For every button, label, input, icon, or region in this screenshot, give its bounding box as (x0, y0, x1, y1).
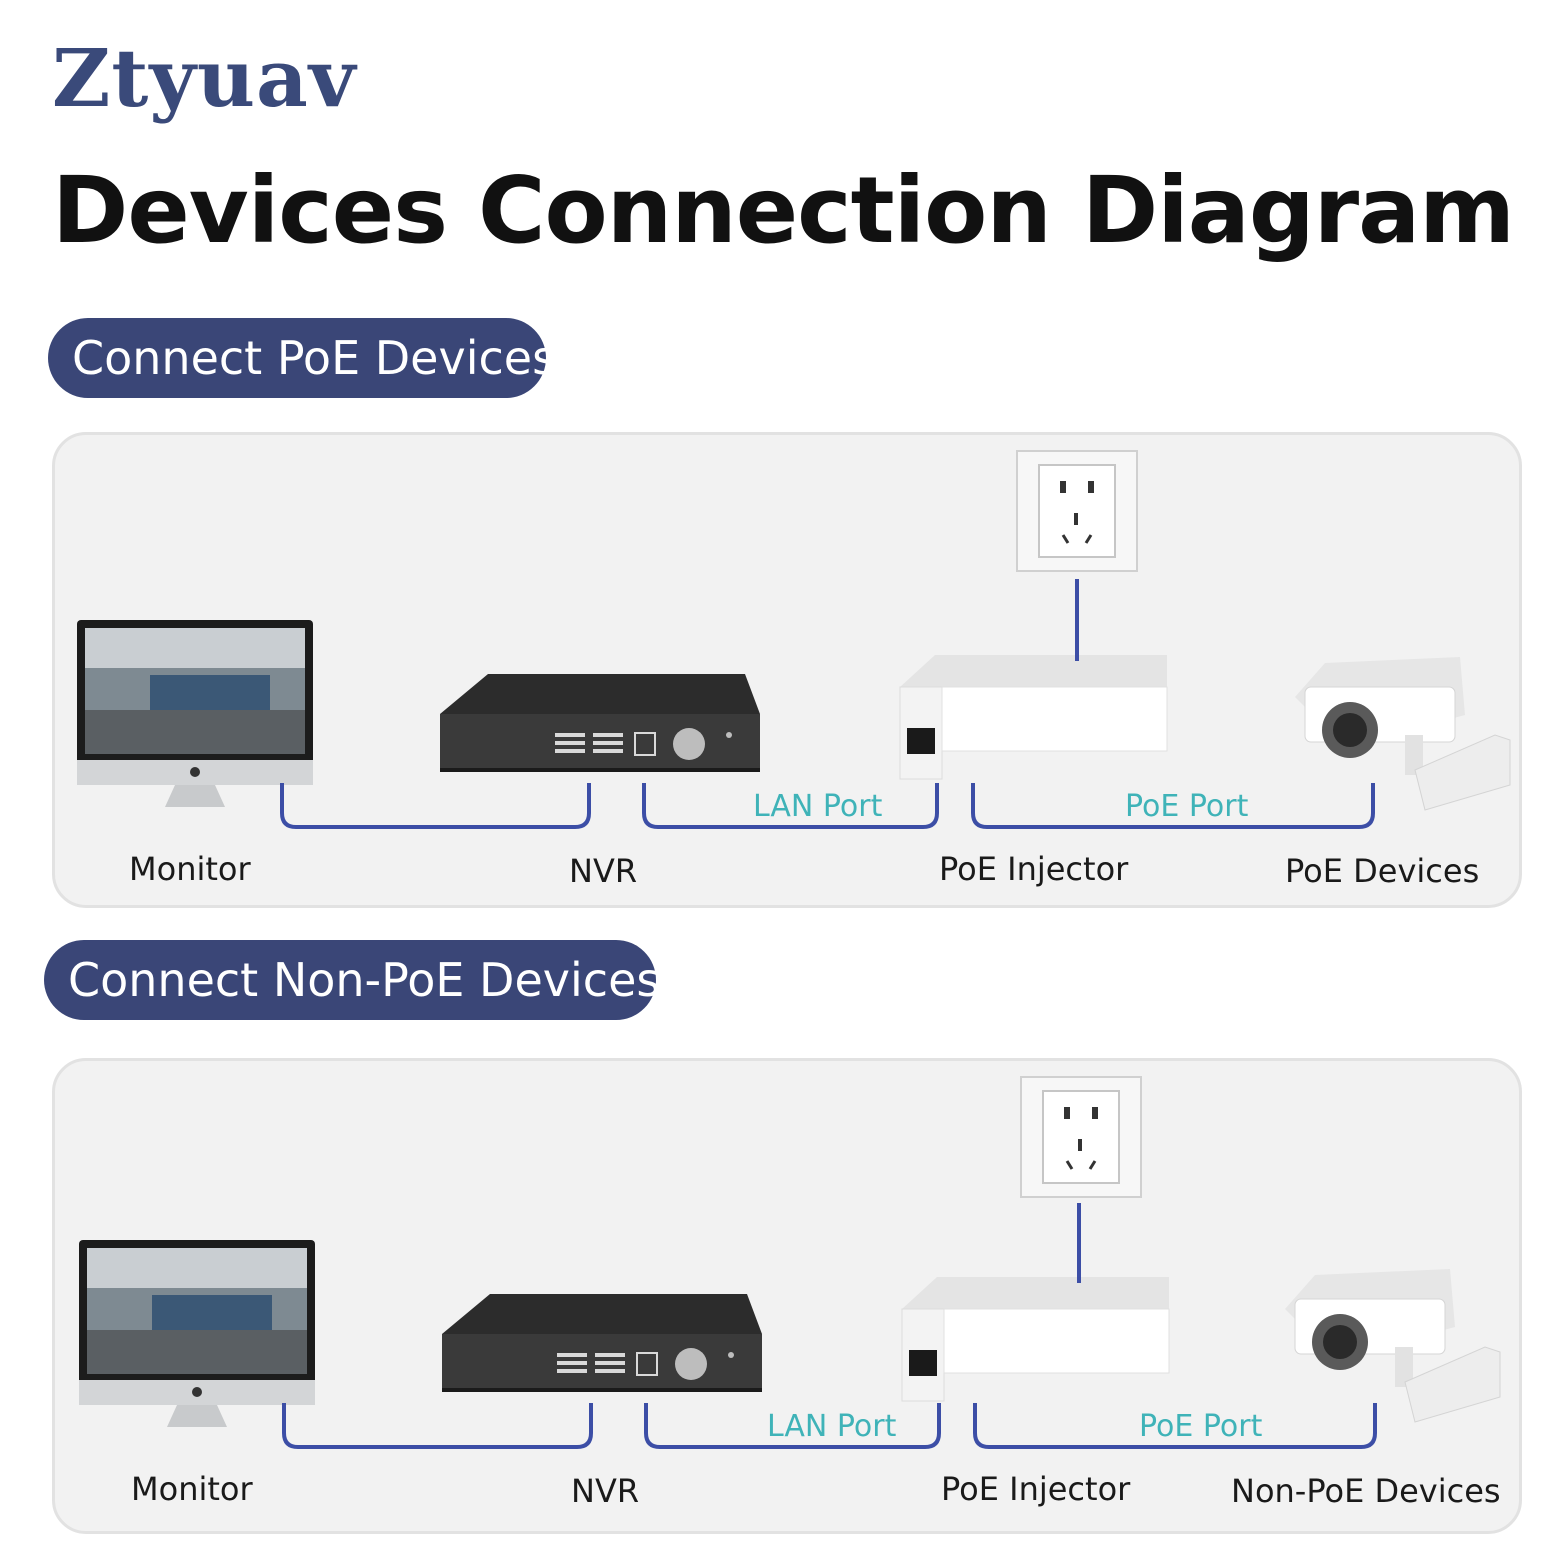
diagram-panel-poe: LAN Port PoE Port Monitor NVR PoE Inject… (52, 432, 1522, 908)
brand-logo: Ztyuav (52, 31, 357, 125)
non-poe-devices-label: Non-PoE Devices (1231, 1472, 1501, 1510)
wall-socket-icon (1016, 450, 1138, 572)
monitor-label: Monitor (131, 1470, 253, 1508)
diagram-graphics-poe (77, 450, 1511, 829)
wall-socket-icon (1020, 1076, 1142, 1198)
diagram-graphics-non-poe (79, 1076, 1501, 1449)
poe-injector-icon (899, 655, 1168, 780)
cable-lines (282, 1203, 1377, 1449)
nvr-icon (442, 1294, 762, 1392)
poe-injector-label: PoE Injector (941, 1470, 1131, 1508)
cable-lines (280, 579, 1375, 829)
poe-devices-label: PoE Devices (1285, 852, 1480, 890)
section-heading-non-poe: Connect Non-PoE Devices (44, 940, 660, 1020)
camera-icon (1285, 1269, 1501, 1423)
page-title: Devices Connection Diagram (52, 157, 1515, 264)
nvr-label: NVR (571, 1472, 640, 1510)
lan-port-label: LAN Port (767, 1409, 897, 1444)
section-heading-poe: Connect PoE Devices (48, 318, 556, 398)
monitor-label: Monitor (129, 850, 251, 888)
nvr-icon (440, 674, 760, 772)
poe-injector-icon (901, 1277, 1170, 1402)
poe-port-label: PoE Port (1125, 789, 1249, 824)
nvr-label: NVR (569, 852, 638, 890)
monitor-icon (79, 1240, 315, 1427)
lan-port-label: LAN Port (753, 789, 883, 824)
monitor-icon (77, 620, 313, 807)
poe-injector-label: PoE Injector (939, 850, 1129, 888)
diagram-panel-non-poe: LAN Port PoE Port Monitor NVR PoE Inject… (52, 1058, 1522, 1534)
camera-icon (1295, 657, 1511, 811)
poe-port-label: PoE Port (1139, 1409, 1263, 1444)
